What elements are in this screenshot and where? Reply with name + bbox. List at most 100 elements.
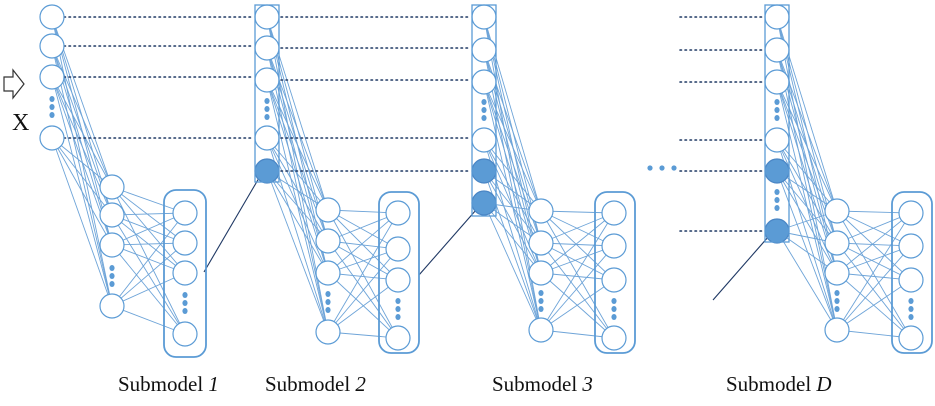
- caption-submodel-1: Submodel 1: [118, 372, 219, 397]
- s3-input-node-5: [471, 190, 497, 216]
- s1-input-dots-2: [49, 112, 55, 118]
- s3-output-dots-1: [611, 306, 617, 312]
- s1-output-node-1: [172, 230, 198, 256]
- s3-edge-hid-3-0: [540, 212, 615, 331]
- s1-output-dots-1: [182, 300, 188, 306]
- s4-output-dots-2: [908, 314, 914, 320]
- ellipsis-dot-0: [647, 165, 653, 171]
- s2-output-dots-0: [395, 298, 401, 304]
- s4-output-node-2: [898, 267, 924, 293]
- caption-submodel-1-prefix: Submodel: [118, 372, 209, 396]
- s1-output-node-0: [172, 200, 198, 226]
- s4-hidden-node-1: [824, 230, 850, 256]
- s2-edge-in-4-1: [266, 170, 329, 242]
- s4-hidden-dots-0: [834, 290, 840, 296]
- caption-submodel-d-index: D: [816, 372, 832, 396]
- dotted-links-layer: [63, 16, 763, 232]
- s4-edge-in-4-3: [776, 170, 838, 331]
- s1-output-node-2: [172, 260, 198, 286]
- s4-edge-hid-1-3: [836, 242, 912, 339]
- s3-edge-hid-1-0: [540, 212, 615, 244]
- input-arrow-icon: [3, 68, 25, 100]
- s3-hidden-node-3: [528, 317, 554, 343]
- ellipsis-dot-1: [659, 165, 665, 171]
- s2-hidden-node-1: [315, 228, 341, 254]
- s3-input-dots-0: [481, 99, 487, 105]
- s4-output-node-0: [898, 200, 924, 226]
- s1-hidden-node-0: [99, 174, 125, 200]
- s3-input-frame: [471, 4, 497, 217]
- s2-output-dots-1: [395, 306, 401, 312]
- s3-input-node-3: [471, 127, 497, 153]
- s1-input-node-2: [39, 64, 65, 90]
- caption-submodel-d: Submodel D: [726, 372, 832, 397]
- s3-input-node-1: [471, 37, 497, 63]
- s4-hidden-node-0: [824, 198, 850, 224]
- s1-input-dots-1: [49, 104, 55, 110]
- s4-output-node-1: [898, 233, 924, 259]
- s2-edge-in-4-3: [266, 170, 329, 333]
- s2-input-node-2: [254, 67, 280, 93]
- s4-edge-in-5-3: [776, 230, 838, 331]
- s3-input-node-2: [471, 69, 497, 95]
- s3-edge-hid-2-0: [540, 212, 615, 274]
- s2-edge-hid-3-1: [327, 248, 399, 333]
- s4-edge-hid-3-0: [836, 212, 912, 331]
- s4-input-dots-1: [774, 107, 780, 113]
- s1-edge-hid-3-2: [111, 272, 186, 307]
- link-s1-to-s2: [203, 177, 260, 273]
- s1-hidden-dots-0: [109, 265, 115, 271]
- s1-edge-hid-0-1: [111, 186, 186, 244]
- s1-edge-in-3-2: [51, 137, 113, 246]
- s2-input-dots-1: [264, 106, 270, 112]
- s4-input-dots-2-0: [774, 189, 780, 195]
- s1-edge-in-3-0: [51, 137, 113, 188]
- s4-input-dots-2-1: [774, 197, 780, 203]
- s2-edge-hid-1-2: [327, 240, 399, 281]
- s3-input-dots-2: [481, 115, 487, 121]
- s3-edge-in-2-0: [483, 81, 542, 212]
- s4-input-dots-2: [774, 115, 780, 121]
- s4-input-node-0: [764, 4, 790, 30]
- s1-hidden-node-2: [99, 232, 125, 258]
- s3-input-dots-1: [481, 107, 487, 113]
- s3-hidden-node-1: [528, 230, 554, 256]
- s4-edge-hid-0-1: [836, 210, 912, 247]
- s4-edge-hid-2-0: [836, 212, 912, 274]
- s3-input-node-0: [471, 4, 497, 30]
- s1-hidden-node-3: [99, 293, 125, 319]
- s1-hidden-dots-1: [109, 273, 115, 279]
- s2-input-node-0: [254, 4, 280, 30]
- s1-input-dots-0: [49, 96, 55, 102]
- s2-hidden-node-3: [315, 319, 341, 345]
- s4-input-dots-2-2: [774, 205, 780, 211]
- s4-edge-hid-3-2: [836, 279, 912, 331]
- s1-hidden-node-1: [99, 202, 125, 228]
- s1-edge-in-1-0: [51, 45, 113, 188]
- s3-edge-hid-1-2: [540, 242, 615, 281]
- s3-hidden-dots-0: [538, 290, 544, 296]
- s1-input-node-1: [39, 33, 65, 59]
- s1-edge-in-3-1: [51, 137, 113, 216]
- caption-submodel-3: Submodel 3: [492, 372, 593, 397]
- s2-input-node-4: [254, 158, 280, 184]
- s3-edge-in-5-2: [483, 202, 542, 274]
- s4-hidden-node-3: [824, 317, 850, 343]
- s3-edge-hid-3-1: [540, 245, 615, 331]
- s2-input-dots-2: [264, 114, 270, 120]
- s1-input-node-0: [39, 4, 65, 30]
- s2-edge-hid-2-0: [327, 212, 399, 274]
- s2-input-frame: [254, 4, 280, 183]
- s3-input-node-4: [471, 158, 497, 184]
- s4-output-node-3: [898, 325, 924, 351]
- s3-hidden-node-0: [528, 198, 554, 224]
- s2-hidden-dots-1: [325, 299, 331, 305]
- s3-output-node-3: [601, 325, 627, 351]
- s3-edge-in-3-0: [483, 139, 542, 212]
- s4-input-frame: [764, 4, 790, 243]
- s2-edge-hid-0-3: [327, 209, 399, 339]
- s2-hidden-node-0: [315, 197, 341, 223]
- s3-edge-hid-0-2: [540, 210, 615, 281]
- caption-submodel-2-prefix: Submodel: [265, 372, 356, 396]
